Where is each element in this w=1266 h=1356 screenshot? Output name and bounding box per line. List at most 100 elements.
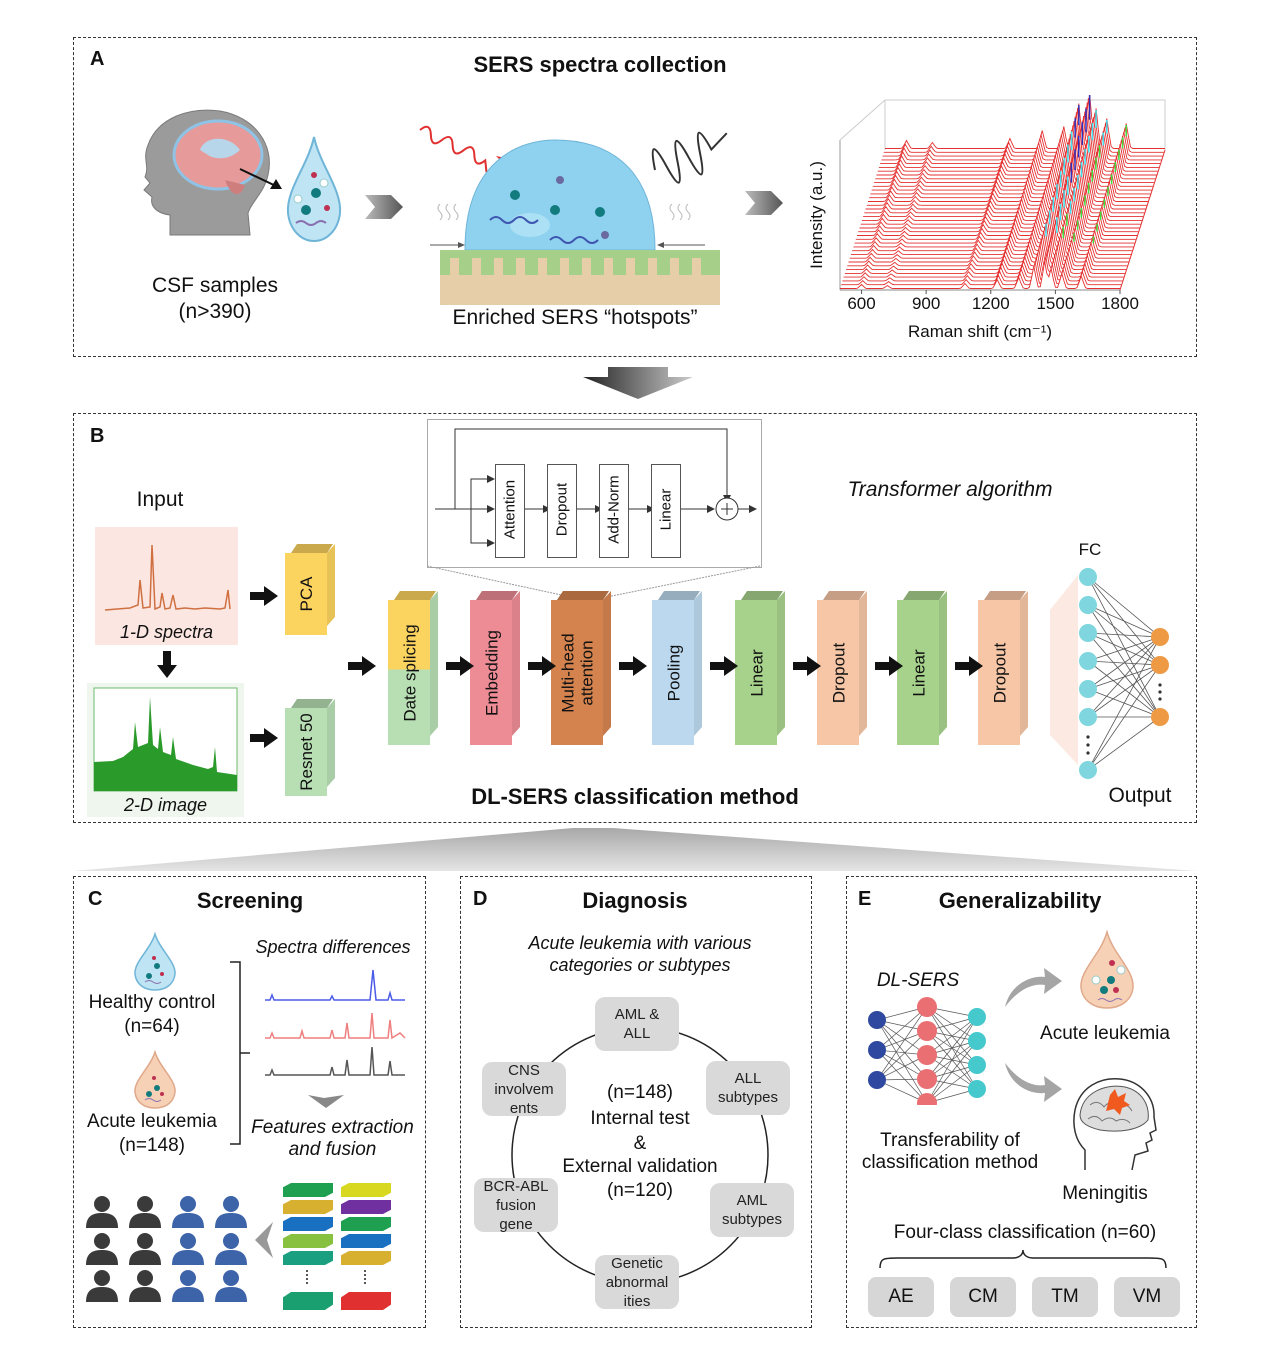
- pipeline-block-side: [603, 591, 611, 736]
- diagnosis-center-text: Internal test: [590, 1108, 690, 1129]
- fc-connection: [1087, 660, 1161, 718]
- dl-sers-label: DL-SERS: [876, 970, 960, 991]
- output-node: [1151, 708, 1169, 726]
- person-icon: [172, 1196, 204, 1228]
- person-icon: [172, 1233, 204, 1265]
- pca-block-top: [291, 544, 333, 553]
- right-arrow-icon: [793, 656, 821, 676]
- pipeline-block-top: [741, 591, 783, 600]
- acute-leukemia-count: (n=148): [118, 1135, 186, 1156]
- panel-d-label: D: [473, 888, 488, 910]
- fc-connection: [1087, 632, 1161, 718]
- feature-layer: [283, 1234, 333, 1248]
- person-icon: [129, 1270, 161, 1302]
- ellipsis-icon: [306, 1270, 311, 1284]
- hidden-node: [917, 997, 937, 1017]
- panel-c: [73, 876, 426, 1328]
- raman-waterfall-chart: [839, 95, 1166, 294]
- feature-layer: [341, 1234, 391, 1248]
- left-arrow-icon: [255, 1222, 273, 1258]
- fc-connection: [1087, 636, 1161, 662]
- pipeline-block-side: [859, 591, 867, 736]
- arrow-icon: [239, 168, 282, 189]
- fc-label: FC: [1078, 540, 1102, 559]
- resnet-block-top: [291, 699, 333, 708]
- person-icon: [86, 1196, 118, 1228]
- diagnosis-center-text: (n=120): [606, 1180, 674, 1201]
- x-tick-label: 1500: [1036, 294, 1075, 313]
- inset-block: Attention: [495, 464, 525, 558]
- person-icon: [215, 1196, 247, 1228]
- brace-icon: [879, 1249, 1167, 1269]
- head-brain-icon: [143, 109, 270, 236]
- pipeline-block: Dropout: [978, 600, 1020, 745]
- csf-samples-count: (n>390): [178, 300, 252, 323]
- fc-connection: [1087, 604, 1161, 718]
- input-label: Input: [136, 488, 184, 511]
- input-node: [868, 1011, 886, 1029]
- pipeline-block-label: Pooling: [663, 644, 683, 701]
- pipeline-block: Date splicing: [388, 600, 430, 745]
- panel-e-title: Generalizability: [938, 888, 1102, 913]
- hotspots-label: Enriched SERS “hotspots”: [452, 306, 698, 329]
- diagnosis-node: AML subtypes: [710, 1183, 794, 1237]
- fc-node: [1079, 708, 1097, 726]
- pipeline-block-top: [984, 591, 1026, 600]
- panel-c-title: Screening: [196, 888, 304, 913]
- flow-arrow-icon: [745, 191, 783, 215]
- spectra-1d-panel: [95, 527, 238, 645]
- right-arrow-icon: [619, 656, 647, 676]
- pipeline-block: Linear: [897, 600, 939, 745]
- transfer-label-1: Transferability of: [880, 1130, 1020, 1151]
- person-icon: [215, 1270, 247, 1302]
- right-arrow-icon: [446, 656, 474, 676]
- diagnosis-center-text: (n=148): [606, 1082, 674, 1103]
- transformer-inset-lines: [427, 428, 761, 600]
- right-arrow-icon: [875, 656, 903, 676]
- person-icon: [172, 1270, 204, 1302]
- inset-block: Dropout: [547, 464, 577, 558]
- input-node: [868, 1071, 886, 1089]
- expand-connector: [73, 828, 1197, 871]
- fc-connection: [1087, 636, 1161, 690]
- pipeline-block-top: [823, 591, 865, 600]
- bracket-icon: [230, 961, 250, 1145]
- pipeline-block-side: [939, 591, 947, 736]
- pipeline-block: Linear: [735, 600, 777, 745]
- pipeline-block-side: [512, 591, 520, 736]
- pipeline-block: Pooling: [652, 600, 694, 745]
- acute-leukemia-target-label: Acute leukemia: [1040, 1023, 1170, 1044]
- person-icon: [215, 1233, 247, 1265]
- pipeline-block-top: [903, 591, 945, 600]
- meningitis-head-icon: [1073, 1078, 1157, 1171]
- diagnosis-center-text: &: [633, 1133, 647, 1154]
- inset-block-label: Linear: [657, 488, 675, 531]
- person-icon: [129, 1233, 161, 1265]
- acute-leukemia-label: Acute leukemia: [87, 1111, 217, 1132]
- hidden-node: [917, 1045, 937, 1065]
- fc-connection: [1087, 716, 1161, 771]
- healthy-control-count: (n=64): [124, 1016, 180, 1037]
- output-node: [1151, 628, 1169, 646]
- panel-a: [73, 37, 1197, 357]
- pipeline-block-side: [777, 591, 785, 736]
- pipeline-block: Embedding: [470, 600, 512, 745]
- csf-samples-label: CSF samples: [151, 274, 279, 297]
- fc-node: [1079, 680, 1097, 698]
- resnet-block-label: Resnet 50: [296, 713, 316, 791]
- substrate-base: [440, 285, 720, 305]
- spectrum-trace: [842, 251, 1123, 282]
- class-box: CM: [950, 1277, 1016, 1317]
- output-node: [1151, 656, 1169, 674]
- pipeline-block-side: [694, 591, 702, 736]
- class-box: TM: [1032, 1277, 1098, 1317]
- spectrum-trace: [840, 260, 1120, 289]
- fc-connection: [1087, 576, 1161, 718]
- leukemia-droplet-icon: [134, 1050, 176, 1109]
- four-class-label: Four-class classification (n=60): [893, 1222, 1157, 1243]
- right-arrow-icon: [250, 586, 278, 606]
- feature-layer: [341, 1217, 391, 1231]
- image-2d-label: 2-D image: [123, 795, 208, 815]
- transformer-label: Transformer algorithm: [847, 478, 1053, 501]
- fc-network: [1050, 568, 1169, 779]
